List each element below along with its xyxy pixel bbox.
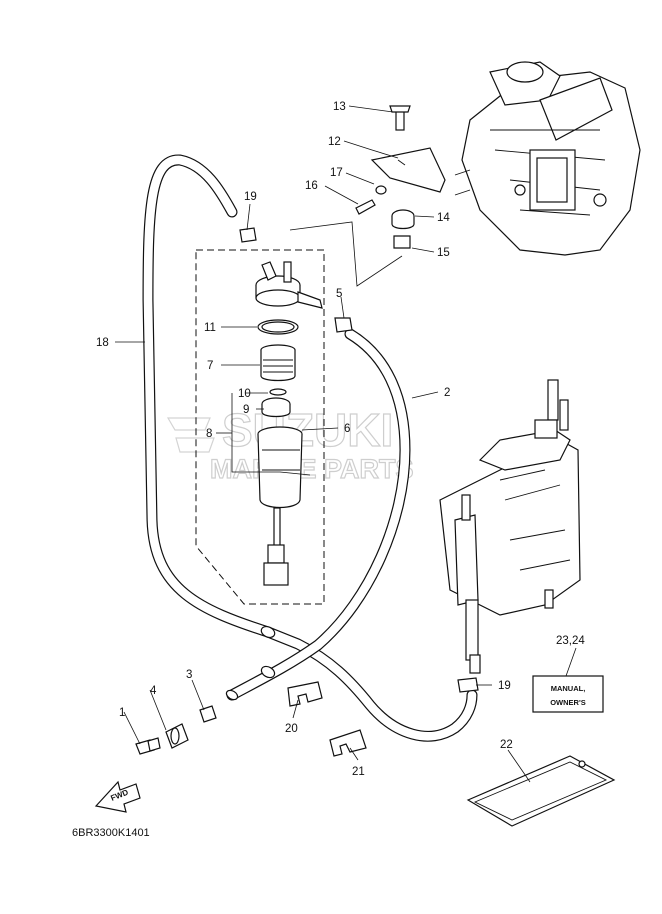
leader-lines	[115, 105, 577, 783]
callout-3: 3	[186, 669, 192, 681]
callout-14: 14	[437, 212, 450, 224]
fuel-joint-parts	[135, 705, 217, 755]
engine-block-lower	[439, 379, 581, 674]
callout-9: 9	[243, 404, 249, 416]
callout-16: 16	[305, 180, 318, 192]
callout-22: 22	[500, 739, 513, 751]
clip-21	[329, 729, 367, 757]
drawing-code: 6BR3300K1401	[72, 827, 150, 839]
callout-numbers: 13 12 17 16 14 15 19 18 5 2 11 7 10 9 8 …	[96, 101, 585, 778]
callout-18: 18	[96, 337, 109, 349]
callout-7: 7	[207, 360, 213, 372]
callout-23-24: 23,24	[556, 635, 585, 647]
hose-collar	[260, 625, 276, 639]
bracket-assembly	[355, 105, 446, 249]
callout-19-lower: 19	[498, 680, 511, 692]
clip-20	[287, 681, 323, 707]
clamp-19-upper	[239, 227, 257, 243]
callout-11: 11	[204, 322, 216, 334]
manual-label-line2: OWNER'S	[550, 698, 586, 707]
watermark: SUZUKI MARINE PARTS	[166, 403, 414, 485]
callout-1: 1	[119, 707, 125, 719]
engine-block-upper	[454, 61, 641, 256]
callout-17: 17	[330, 167, 343, 179]
callout-4: 4	[150, 685, 157, 697]
watermark-line2: MARINE PARTS	[210, 454, 414, 484]
fwd-arrow: FWD	[94, 780, 141, 813]
clamp-19-lower	[457, 677, 479, 693]
callout-20: 20	[285, 723, 298, 735]
callout-12: 12	[328, 136, 341, 148]
clamp-5	[334, 317, 353, 333]
callout-19-upper: 19	[244, 191, 257, 203]
manual-box: MANUAL, OWNER'S	[532, 675, 604, 713]
fuel-filter-assembly	[255, 261, 323, 586]
hose-end	[225, 689, 239, 701]
fuel-hose-18	[142, 154, 478, 742]
callout-10: 10	[238, 388, 251, 400]
bag-22	[466, 755, 616, 827]
callout-13: 13	[333, 101, 346, 113]
callout-15: 15	[437, 247, 450, 259]
hose-collar	[260, 665, 276, 679]
callout-6: 6	[344, 423, 350, 435]
callout-21: 21	[352, 766, 365, 778]
callout-5: 5	[336, 288, 342, 300]
callout-2: 2	[444, 387, 450, 399]
filter-assembly-box	[195, 249, 325, 605]
manual-label-line1: MANUAL,	[551, 684, 586, 693]
callout-8: 8	[206, 428, 212, 440]
fuel-hose-2	[226, 328, 411, 701]
